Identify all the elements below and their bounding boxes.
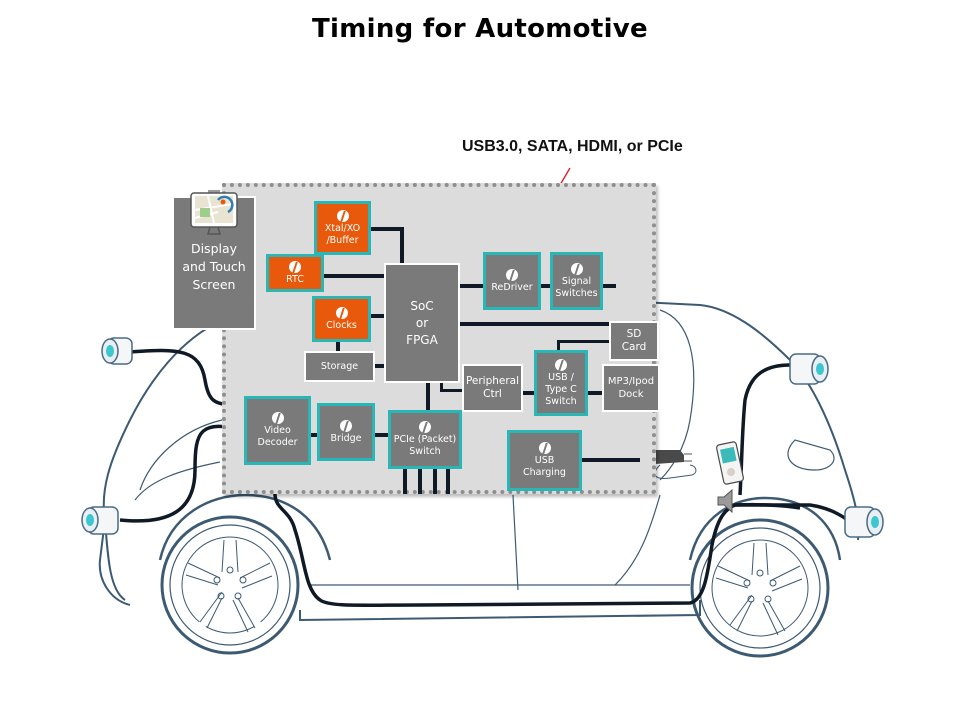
wire-sd-usb-h	[557, 340, 610, 343]
wire-pcie-lane-2	[418, 468, 422, 494]
display-label-line-2: and Touch	[182, 259, 246, 274]
redriver-label: ReDriver	[491, 281, 533, 293]
wire-clocks-storage	[336, 341, 340, 353]
video-decoder-label-line-2: Decoder	[257, 437, 298, 448]
pericom-logo-icon	[506, 268, 518, 281]
wire-soc-pcie	[426, 382, 430, 412]
peripheral-label-line-1: Peripheral	[465, 375, 520, 387]
sd-label-line-1: SD	[626, 328, 642, 340]
pericom-logo-icon	[570, 262, 583, 275]
redriver-block: ReDriver	[483, 252, 541, 310]
clocks-label: Clocks	[326, 319, 357, 331]
pericom-logo-icon	[289, 260, 301, 273]
wire-xtal-soc-v	[400, 227, 404, 265]
storage-label: Storage	[320, 360, 359, 372]
wire-pcie-lane-3	[433, 468, 437, 494]
storage-block: Storage	[304, 351, 375, 382]
signal-label-line-2: Switches	[555, 287, 598, 299]
wire-soc-bus	[460, 322, 610, 326]
front-bottom-camera-icon	[81, 506, 119, 535]
rear-wheel	[690, 518, 830, 658]
mp3-label-line-2: Dock	[618, 389, 644, 400]
video-decoder-block: Video Decoder	[244, 396, 311, 465]
wire-soc-periph-v	[440, 382, 443, 392]
soc-label-line-1: SoC	[410, 298, 434, 313]
usb-charging-block: USB Charging	[507, 430, 582, 491]
rear-bottom-camera-icon	[844, 506, 884, 538]
signal-label-line-1: Signal	[561, 275, 592, 287]
mp3-ipod-dock-block: MP3/Ipod Dock	[602, 364, 660, 412]
pericom-logo-icon	[335, 306, 348, 319]
rtc-label: RTC	[286, 273, 304, 285]
wire-pcie-lane-1	[403, 468, 407, 494]
pericom-logo-icon	[336, 209, 349, 222]
wire-storage-soc	[375, 364, 386, 368]
pcie-label-line-2: Switch	[409, 446, 441, 457]
video-decoder-harness	[273, 462, 849, 608]
wire-periph-usb	[522, 391, 536, 395]
pericom-logo-icon	[555, 358, 567, 371]
wire-usb-charging-plug	[582, 458, 640, 462]
display-label-line-1: Display	[190, 241, 238, 256]
bridge-label: Bridge	[330, 432, 362, 444]
rtc-block: RTC	[266, 254, 324, 292]
usb-charging-label-line-2: Charging	[523, 467, 566, 478]
soc-label-line-3: FPGA	[406, 332, 438, 347]
usb-typec-label-line-2: Type C	[545, 383, 577, 395]
soc-fpga-block: SoC or FPGA	[384, 263, 460, 383]
peripheral-label-line-2: Ctrl	[483, 388, 502, 400]
wire-redriver-signal	[540, 284, 552, 288]
pcie-packet-switch-block: PCIe (Packet) Switch	[388, 410, 462, 469]
speaker-icon	[717, 488, 733, 514]
pericom-logo-icon	[419, 421, 431, 433]
peripheral-ctrl-block: Peripheral Ctrl	[462, 364, 523, 412]
map-monitor-icon	[190, 190, 238, 235]
video-decoder-label-line-1: Video	[264, 425, 291, 436]
pericom-logo-icon	[538, 442, 551, 454]
xtal-label-line-1: Xtal/XO	[324, 222, 361, 234]
wire-clocks-soc	[370, 314, 386, 318]
wire-video-bridge	[310, 433, 318, 437]
bridge-block: Bridge	[317, 403, 375, 461]
clocks-block: Clocks	[312, 296, 371, 342]
wire-bridge-pcie	[374, 433, 390, 437]
wire-soc-periph-h	[440, 389, 462, 392]
xtal-label-line-2: /Buffer	[326, 234, 359, 246]
mp3-label-line-1: MP3/Ipod	[607, 376, 655, 387]
usb-charging-label-line-1: USB	[534, 455, 555, 466]
mp3-player-icon	[716, 441, 744, 485]
pcie-label-line-1: PCIe (Packet)	[393, 434, 457, 445]
usb-typec-switch-block: USB / Type C Switch	[534, 350, 588, 416]
wire-sd-usb-v	[557, 340, 560, 353]
callout-label: USB3.0, SATA, HDMI, or PCIe	[462, 138, 683, 155]
signal-switches-block: Signal Switches	[550, 252, 603, 310]
pericom-logo-icon	[271, 412, 284, 424]
wire-signal-out	[602, 284, 616, 288]
sd-label-line-2: Card	[621, 341, 647, 353]
front-bottom-camera-cable	[119, 424, 246, 523]
wire-soc-redriver	[460, 284, 484, 288]
pericom-logo-icon	[340, 419, 352, 432]
sd-card-block: SD Card	[609, 321, 659, 361]
wire-pcie-lane-4	[446, 468, 450, 494]
front-top-camera-icon	[101, 337, 133, 365]
xtal-xo-buffer-block: Xtal/XO /Buffer	[314, 201, 371, 255]
wire-xtal-soc-h	[370, 227, 404, 231]
page-title: Timing for Automotive	[312, 14, 648, 44]
usb-typec-label-line-1: USB /	[548, 371, 574, 383]
wire-usb-mp3	[586, 391, 602, 395]
soc-label-line-2: or	[415, 315, 429, 330]
front-wheel	[160, 515, 300, 655]
rear-top-camera-icon	[789, 353, 829, 385]
display-label-line-3: Screen	[192, 277, 236, 292]
wire-rtc-soc	[324, 274, 386, 278]
rear-top-camera-cable	[738, 363, 791, 496]
display-touch-screen-block: Display and Touch Screen	[172, 190, 256, 330]
usb-typec-label-line-3: Switch	[545, 395, 577, 407]
